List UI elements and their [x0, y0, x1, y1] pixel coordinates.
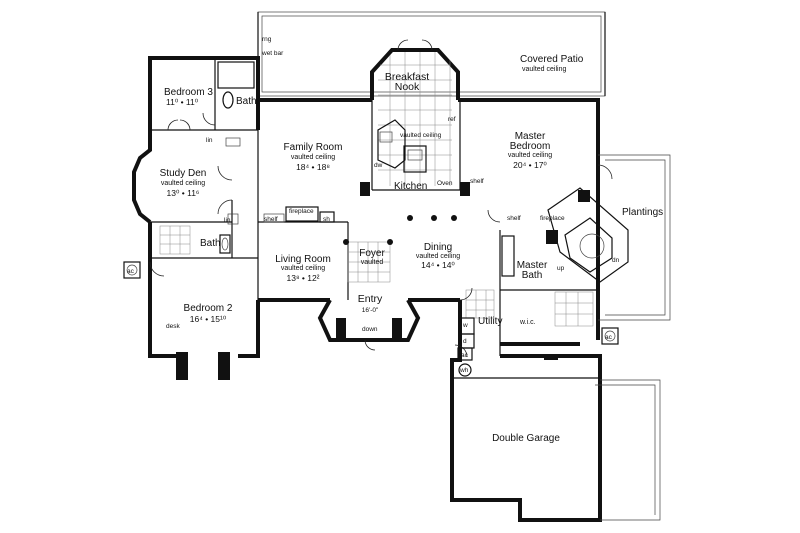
master-bedroom-label-2: Bedroom [510, 141, 551, 152]
breakfast-nook-label-2: Nook [395, 81, 420, 93]
dn-label: dn [612, 257, 620, 264]
living-room-label: Living Room [275, 254, 331, 265]
entry-label: Entry [358, 293, 383, 305]
fireplace-boxes [225, 137, 335, 225]
study-den-dims: 13⁰ • 11⁶ [167, 188, 200, 198]
ac-left-label: ac [127, 268, 135, 275]
living-room-note: vaulted ceiling [281, 265, 325, 272]
washer-label: w [462, 322, 468, 329]
lin-top-label: lin [206, 137, 213, 144]
ac-right-label: ac [605, 334, 613, 341]
dw-label: dw [374, 162, 383, 169]
master-bedroom-note: vaulted ceiling [508, 152, 552, 159]
bath-left-label: Bath [200, 238, 221, 249]
fireplace-master-label: fireplace [540, 215, 565, 222]
family-room-dims: 18⁴ • 18⁸ [296, 162, 330, 172]
dining-label: Dining [424, 242, 452, 253]
door-swings [149, 39, 613, 358]
covered-patio-label: Covered Patio [520, 54, 584, 65]
kitchen-island [377, 119, 427, 173]
bedroom3-label: Bedroom 3 [164, 87, 213, 98]
sh-label: sh [323, 216, 330, 223]
shelf-master-label: shelf [507, 215, 521, 222]
lin-left-label: lin [224, 217, 231, 224]
bath-fixtures [217, 61, 515, 277]
ref-label: ref [448, 116, 456, 123]
desk-label: desk [166, 323, 180, 330]
ac-units [123, 261, 619, 377]
garage-extension [595, 379, 661, 521]
family-room-note: vaulted ceiling [291, 154, 335, 161]
fireplace-living-label: fireplace [289, 208, 314, 215]
bath-top-label: Bath [236, 96, 257, 107]
entry-dims: 16'-0" [362, 307, 379, 314]
master-spa-element [546, 187, 629, 283]
bedroom2-dims: 16⁴ • 15¹⁰ [190, 314, 227, 324]
exterior-walls [132, 48, 602, 522]
dining-dims: 14⁴ • 14⁰ [421, 260, 455, 270]
foyer-tile-grid [347, 241, 391, 283]
down-label: down [362, 326, 378, 333]
study-den-note: vaulted ceiling [161, 180, 205, 187]
oven-label: Oven [437, 180, 453, 187]
rng-label: rng [262, 36, 272, 43]
window-blocks [176, 182, 580, 380]
kitchen-note: vaulted ceiling [400, 132, 442, 139]
living-room-dims: 13⁸ • 12² [286, 273, 319, 283]
utility-label: Utility [478, 316, 502, 327]
nook-tile-grid [378, 52, 452, 186]
dryer-label: d [463, 338, 467, 345]
bath-tile-grids [159, 225, 594, 327]
wic-label: w.i.c. [519, 319, 536, 326]
shelf-left-label: shelf [264, 216, 278, 223]
covered-patio-note: vaulted ceiling [522, 66, 566, 73]
up-label: up [557, 265, 565, 272]
plantings-label: Plantings [622, 207, 663, 218]
master-bedroom-label-1: Master [515, 131, 546, 142]
dining-note: vaulted ceiling [416, 253, 460, 260]
columns [343, 215, 457, 245]
bedroom3-dims: 11⁰ • 11⁰ [166, 97, 199, 107]
breakfast-nook-label-1: Breakfast [385, 71, 429, 83]
covered-patio-outline [257, 11, 606, 97]
shelf-kitchen-label: shelf [470, 178, 484, 185]
family-room-label: Family Room [284, 142, 343, 153]
double-garage-label: Double Garage [492, 433, 560, 444]
foyer-label: Foyer [359, 248, 385, 259]
master-bath-label-2: Bath [522, 270, 543, 281]
master-bath-label-1: Master [517, 260, 548, 271]
wet-bar-label: wet bar [261, 50, 284, 57]
plantings-outline [598, 154, 671, 321]
ac-top-label: ac [461, 352, 469, 359]
bedroom2-label: Bedroom 2 [184, 303, 233, 314]
water-heater-label: wh [459, 367, 469, 374]
kitchen-label: Kitchen [394, 181, 427, 192]
master-bedroom-dims: 20⁴ • 17⁰ [513, 160, 547, 170]
foyer-note: vaulted [361, 259, 384, 266]
study-den-label: Study Den [160, 168, 207, 179]
